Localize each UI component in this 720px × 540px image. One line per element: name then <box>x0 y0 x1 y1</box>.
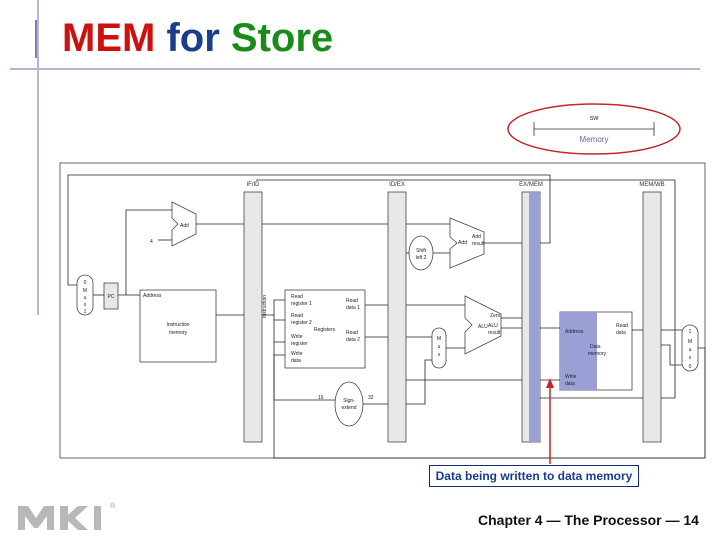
title-for: for <box>166 16 220 60</box>
reg-mem-wb <box>642 191 662 443</box>
im-label-2: memory <box>169 330 188 336</box>
reg-id-ex <box>387 191 407 443</box>
svg-text:1: 1 <box>689 329 692 335</box>
callout-arrow-head <box>546 378 554 388</box>
im-label-1: Instruction <box>166 322 189 328</box>
left-accent-bar <box>37 0 39 315</box>
svg-text:ALU: ALU <box>488 323 498 329</box>
svg-text:Shift: Shift <box>416 248 427 254</box>
dm-read-data: data <box>616 330 626 336</box>
instruction-memory <box>139 289 217 363</box>
shift-label: left 2 <box>416 255 427 261</box>
svg-text:x: x <box>438 352 441 358</box>
logo-k-shape <box>60 506 88 530</box>
im-address-label: Address <box>143 293 162 299</box>
dm-write-data: data <box>565 381 575 387</box>
footer-chapter: Chapter 4 — The Processor — 14 <box>478 512 699 528</box>
instruction-bus-label: Instruction <box>262 295 268 318</box>
bits-32: 32 <box>368 395 374 401</box>
constant-four: 4 <box>150 239 153 245</box>
svg-text:M: M <box>437 336 441 342</box>
svg-text:Add: Add <box>458 240 467 246</box>
rf-read-data1: data 1 <box>346 305 360 311</box>
publisher-logo: ® <box>18 502 116 530</box>
svg-text:Read: Read <box>616 323 628 329</box>
register-file <box>284 289 366 369</box>
logo-bar-shape <box>94 506 101 530</box>
sign-extend <box>334 381 364 427</box>
svg-text:0: 0 <box>689 364 692 370</box>
data-memory-highlight <box>560 312 597 390</box>
svg-text:Read: Read <box>346 298 358 304</box>
stage-header: sw Memory <box>507 103 681 155</box>
pc-adder-label: Add <box>180 223 189 229</box>
rf-read-reg2: register 2 <box>291 320 312 326</box>
svg-text:Read: Read <box>291 313 303 319</box>
logo-registered: ® <box>110 502 116 510</box>
pc-adder <box>171 201 197 247</box>
pc-register <box>103 282 119 310</box>
svg-text:Read: Read <box>346 330 358 336</box>
svg-text:Write: Write <box>291 351 303 357</box>
dm-address: Address <box>565 329 584 335</box>
label-if-id: IF/ID <box>247 182 261 188</box>
callout-box: Data being written to data memory <box>429 465 639 487</box>
bits-16: 16 <box>318 395 324 401</box>
branch-adder <box>449 217 485 269</box>
pc-mux-m: M <box>83 288 87 294</box>
alu-zero: Zero <box>490 313 501 319</box>
svg-text:u: u <box>84 295 87 301</box>
svg-text:u: u <box>438 344 441 350</box>
label-id-ex: ID/EX <box>389 182 405 188</box>
pc-mux-0: 0 <box>84 280 87 286</box>
svg-text:Data: Data <box>590 344 601 350</box>
alu-result: result <box>488 330 501 336</box>
reg-ex-mem-highlight <box>529 192 539 442</box>
title-store: Store <box>230 16 334 60</box>
svg-text:Sign-: Sign- <box>343 398 355 404</box>
svg-text:u: u <box>689 347 692 353</box>
stage-op: sw <box>590 115 600 122</box>
svg-text:Read: Read <box>291 294 303 300</box>
title-underline-bar <box>10 68 700 70</box>
rf-label: Registers <box>314 327 336 333</box>
alu-label: ALU <box>478 324 488 330</box>
pc-mux-1: 1 <box>84 309 87 315</box>
svg-text:x: x <box>84 302 87 308</box>
reg-if-id <box>243 191 263 443</box>
rf-write-data: data <box>291 358 301 364</box>
pc-label: PC <box>108 294 115 300</box>
svg-text:M: M <box>688 339 692 345</box>
datapath-wires <box>67 174 706 459</box>
rf-read-reg1: register 1 <box>291 301 312 307</box>
svg-text:Write: Write <box>565 374 577 380</box>
label-mem-wb: MEM/WB <box>639 182 664 188</box>
stage-name: Memory <box>580 135 609 144</box>
slide-title: MEM for Store <box>62 16 333 61</box>
svg-text:Add: Add <box>472 234 481 240</box>
sign-extend-label: extend <box>341 405 356 411</box>
dm-label: memory <box>588 351 607 357</box>
logo-m-shape <box>18 506 54 530</box>
label-ex-mem: EX/MEM <box>519 182 543 188</box>
rf-read-data2: data 2 <box>346 337 360 343</box>
svg-text:x: x <box>689 355 692 361</box>
branch-adder-result: result <box>472 241 485 247</box>
svg-text:Write: Write <box>291 334 303 340</box>
title-mem: MEM <box>62 16 156 60</box>
highlight-ellipse <box>507 103 681 155</box>
rf-write-reg: register <box>291 341 308 347</box>
left-accent-bar-dark <box>35 20 37 58</box>
